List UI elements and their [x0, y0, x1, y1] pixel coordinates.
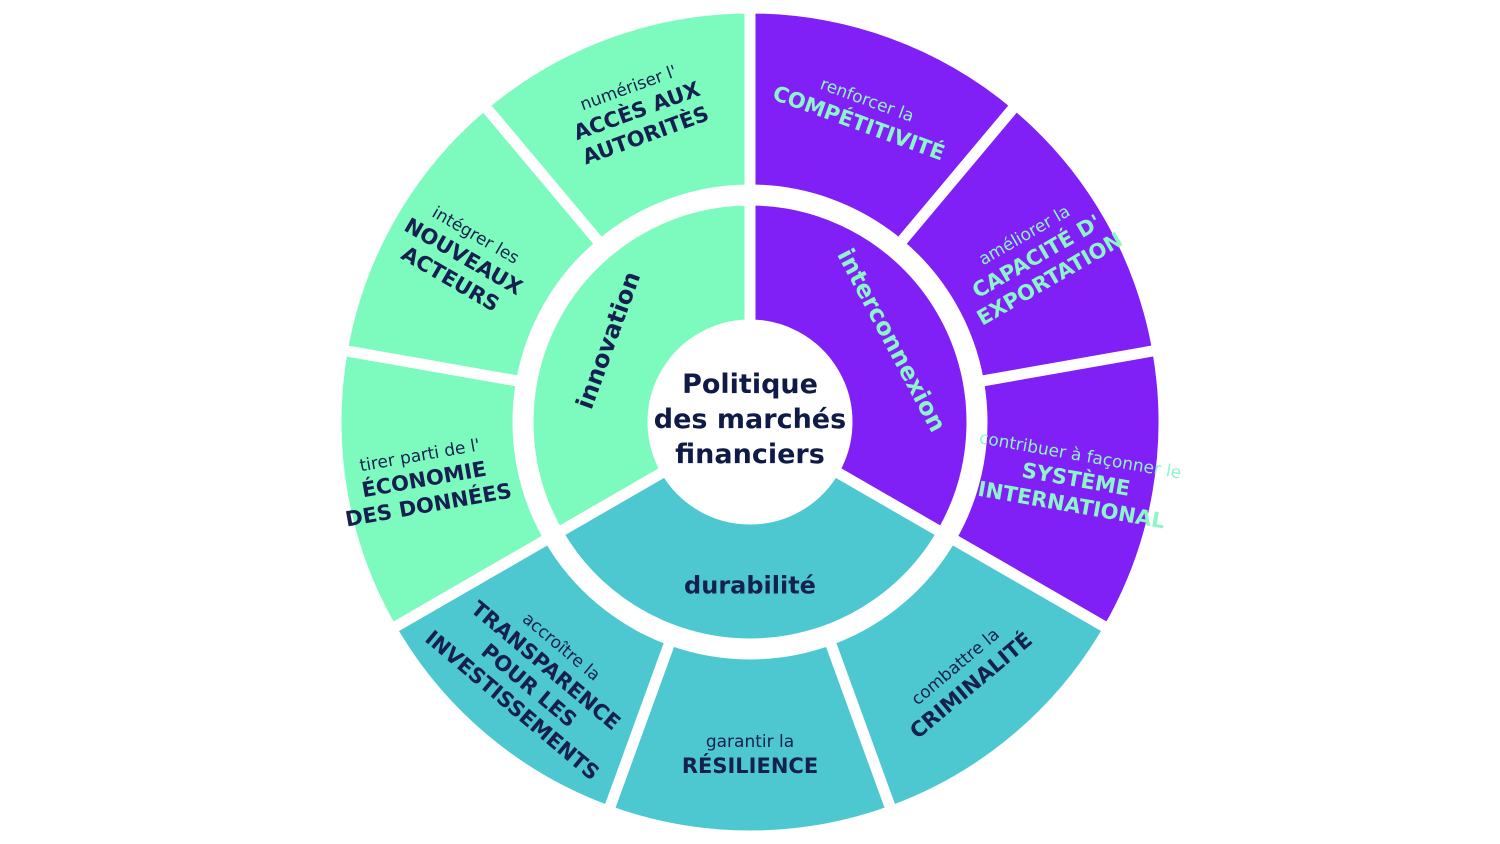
outer-segment-shape [383, 530, 678, 819]
outer-segment-shape [744, 2, 1024, 253]
outer-segment-shape [601, 632, 899, 842]
outer-label-keyword: RÉSILIENCE [682, 753, 818, 778]
inner-label-durabilite: durabilité [684, 572, 816, 600]
outer-segment-systeme-international: contribuer à façonner leSYSTÈMEINTERNATI… [943, 343, 1183, 637]
center-title-line-3: financiers [675, 439, 825, 470]
center-hub: Politique des marchés financiers [653, 325, 847, 519]
center-title-line-2: des marchés [654, 404, 846, 435]
outer-segment-shape [891, 97, 1165, 389]
outer-segment-shape [330, 343, 557, 637]
center-disk [653, 325, 847, 519]
outer-segment-shape [943, 343, 1170, 637]
center-title-line-1: Politique [682, 369, 818, 400]
outer-label-lead: garantir la [706, 732, 794, 752]
outer-segment-shape [476, 2, 756, 253]
outer-segment-shape [822, 530, 1117, 819]
